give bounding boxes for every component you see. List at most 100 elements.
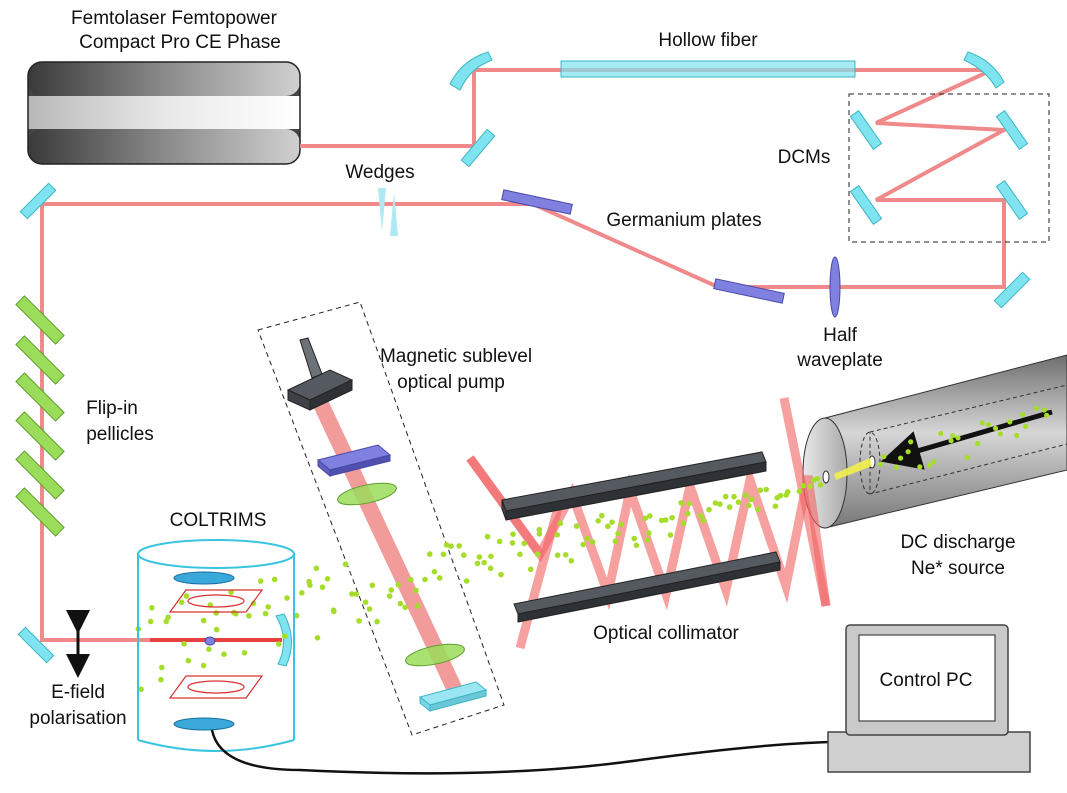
atom-dot	[165, 614, 171, 621]
mirror	[19, 182, 57, 220]
metastable-atom-beam	[135, 405, 1050, 693]
pump-beam	[312, 398, 463, 694]
atom-dot	[366, 606, 373, 612]
atom-dot	[448, 543, 454, 549]
atom-dot	[185, 657, 192, 664]
atom-dot	[893, 464, 899, 470]
atom-dot	[1044, 412, 1050, 418]
atom-dot	[811, 477, 817, 483]
atom-dot	[905, 449, 911, 455]
atom-dot	[1033, 405, 1039, 411]
atom-dot	[992, 425, 999, 431]
target-spot	[204, 636, 216, 646]
atom-dot	[517, 551, 523, 558]
atom-dot	[436, 575, 443, 581]
atom-dot	[271, 576, 278, 583]
atom-dot	[763, 486, 769, 493]
atom-dot	[488, 553, 494, 560]
atom-dot	[284, 595, 290, 601]
atom-dot	[735, 499, 742, 506]
atom-dot	[422, 576, 428, 583]
curved-mirror-icon	[275, 613, 292, 667]
label-laser-line2: Compact Pro CE Phase	[79, 32, 281, 53]
atom-dot	[356, 618, 362, 624]
atom-dot	[431, 568, 438, 575]
atom-dot	[680, 520, 687, 527]
atom-dot	[722, 493, 729, 500]
atom-dot	[685, 510, 691, 517]
atom-dot	[568, 558, 575, 564]
atom-dot	[443, 542, 450, 548]
atom-dot	[342, 561, 349, 567]
atom-dot	[678, 500, 684, 506]
label-half-line1: Half	[823, 325, 858, 346]
germanium-plate	[713, 278, 785, 304]
atom-flow-arrow	[880, 409, 1053, 470]
atom-dot	[644, 537, 651, 543]
atom-dot	[281, 633, 288, 639]
laser-source	[27, 61, 301, 165]
dcms-box	[848, 93, 1050, 243]
atom-dot	[631, 535, 637, 542]
label-msop-line1: Magnetic sublevel	[380, 346, 532, 367]
atom-dot	[955, 435, 961, 441]
label-half-line2: waveplate	[796, 350, 883, 371]
atom-dot	[785, 489, 791, 495]
atom-dot	[554, 532, 560, 538]
atom-dot	[615, 530, 621, 537]
atom-dot	[299, 590, 305, 596]
atom-dot	[686, 501, 692, 507]
optical-collimator	[466, 397, 831, 650]
optical-pump-box	[257, 301, 505, 736]
atom-dot	[964, 454, 970, 460]
atom-dot	[228, 589, 234, 595]
label-coltrims: COLTRIMS	[170, 510, 267, 531]
atom-dot	[706, 506, 712, 513]
atom-dot	[307, 582, 313, 588]
atom-dot	[159, 664, 165, 671]
atom-dot	[221, 651, 227, 657]
atom-dot	[646, 530, 652, 536]
atom-dot	[275, 641, 282, 647]
atom-dot	[647, 513, 653, 519]
label-efield-line1: E-field	[51, 682, 105, 703]
atom-dot	[534, 551, 541, 557]
atom-dot	[158, 676, 164, 683]
label-laser-line1: Femtolaser Femtopower	[71, 8, 278, 29]
label-germanium-plates: Germanium plates	[606, 210, 761, 231]
atom-dot	[573, 523, 580, 529]
atom-dot	[147, 618, 154, 625]
mirror	[993, 271, 1031, 309]
atom-dot	[324, 576, 331, 582]
pump-retro-mirror	[418, 681, 488, 713]
atom-dot	[726, 504, 733, 510]
atom-dot	[257, 578, 264, 584]
atom-dot	[877, 461, 884, 467]
atom-dot	[748, 496, 755, 503]
atom-dot	[938, 430, 944, 437]
atom-dot	[881, 454, 887, 460]
atom-dot	[521, 540, 527, 547]
atom-dot	[917, 464, 923, 470]
hollow-fiber	[560, 60, 856, 78]
atom-dot	[605, 523, 611, 530]
atom-dot	[319, 584, 326, 590]
atom-dot	[178, 599, 185, 606]
atom-dot	[427, 551, 433, 557]
atom-dot	[476, 554, 483, 560]
atom-dot	[997, 431, 1003, 437]
atom-dot	[777, 492, 784, 499]
atom-dot	[580, 541, 586, 548]
mirror	[460, 128, 496, 168]
mirror	[995, 180, 1029, 220]
atom-dot	[138, 686, 144, 693]
control-pc	[827, 624, 1031, 773]
label-dc-line2: Ne* source	[911, 558, 1005, 579]
atom-dot	[609, 519, 615, 525]
atom-dot	[975, 440, 981, 447]
atom-dot	[698, 513, 704, 519]
atom-dot	[181, 641, 187, 647]
atom-dot	[536, 526, 543, 533]
atom-dot	[509, 540, 516, 546]
label-flipin-line2: pellicles	[86, 424, 154, 445]
